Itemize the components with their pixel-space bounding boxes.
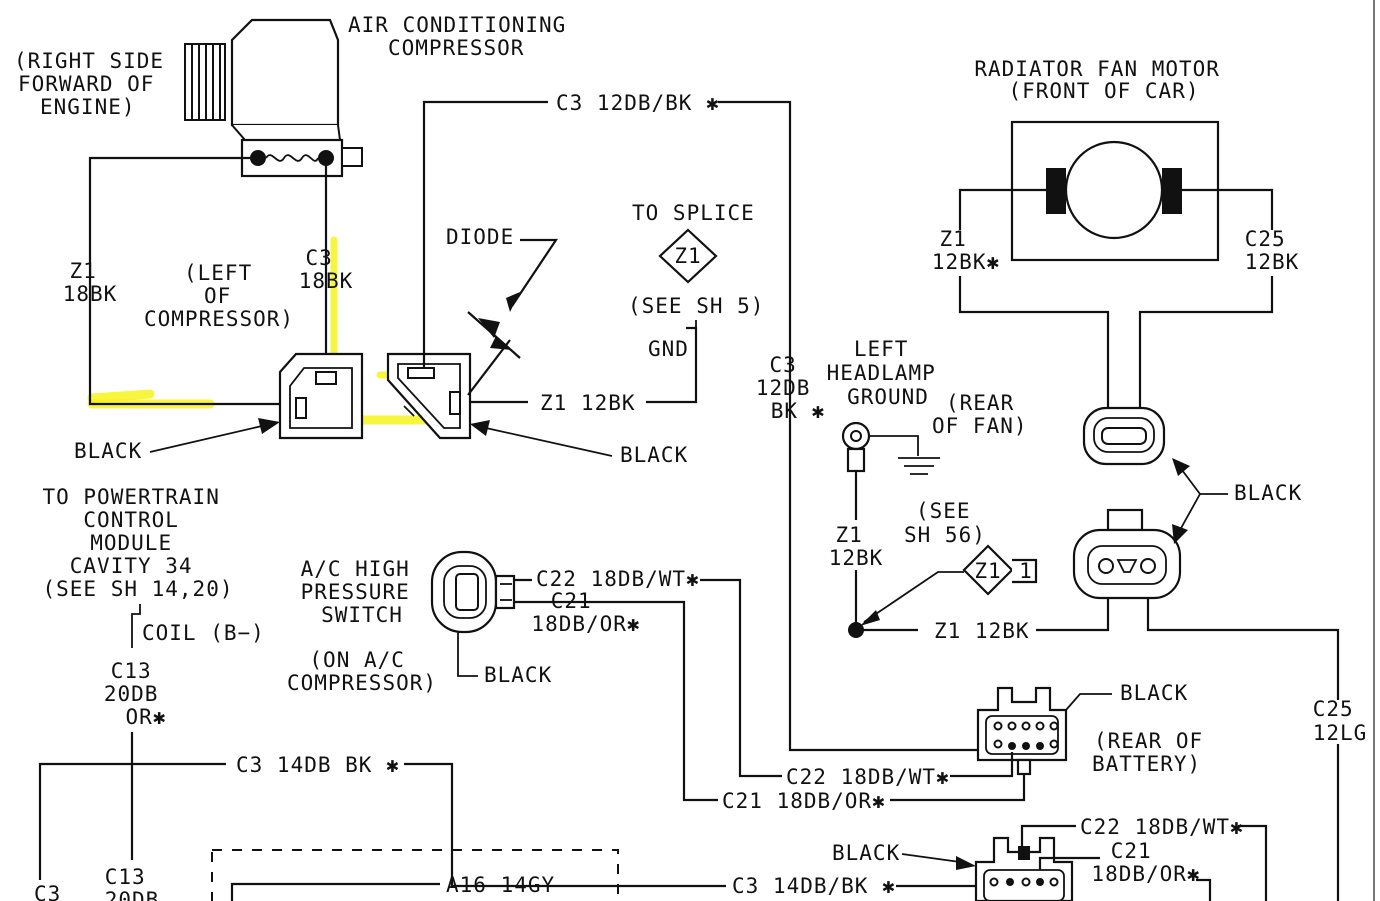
- label-rear-of-fan: (REAR OF FAN): [932, 391, 1028, 438]
- label-c3-bottom-left: C3: [34, 882, 61, 901]
- label-z1-18bk: Z1 18BK: [63, 259, 118, 306]
- svg-text:1: 1: [1019, 559, 1033, 583]
- label-c25-12bk: C25 12BK: [1245, 227, 1300, 274]
- bottom-connector: [974, 836, 1074, 901]
- label-black-relay-left: BLACK: [74, 439, 142, 463]
- label-ac-compressor: AIR CONDITIONING COMPRESSOR: [348, 13, 580, 60]
- label-c3-12db-bk-vertical: C3 12DB BK ✱: [756, 353, 825, 423]
- label-c3-14db-bk-bottom: C3 14DB/BK ✱: [732, 874, 896, 898]
- label-black-relay-right: BLACK: [620, 443, 688, 467]
- diode-connector: [386, 352, 472, 440]
- label-rear-of-battery: (REAR OF BATTERY): [1092, 729, 1217, 776]
- label-diode: DIODE: [446, 225, 514, 249]
- svg-text:Z1: Z1: [974, 559, 1001, 583]
- label-z1-12bk-bottom: Z1 12BK: [934, 619, 1030, 643]
- label-gnd: GND: [648, 337, 689, 361]
- label-z1-12bk-relay: Z1 12BK: [540, 391, 636, 415]
- label-c3-18bk: C3 18BK: [299, 246, 354, 293]
- label-see-sh56: (SEE SH 56): [904, 499, 986, 547]
- splice-diamond-z1-sheet: Z1 1: [962, 544, 1038, 596]
- fan-connector-male: [1082, 406, 1166, 466]
- label-black-fan: BLACK: [1234, 481, 1302, 505]
- label-c25-12lg: C25 12LG: [1313, 697, 1368, 745]
- label-c21-18db-or-3: C21 18DB/OR✱: [1091, 839, 1200, 886]
- label-black-battery: BLACK: [1120, 681, 1188, 705]
- pressure-switch-connector: [430, 550, 516, 634]
- label-see-sh5: (SEE SH 5): [628, 294, 764, 318]
- label-radiator-fan: RADIATOR FAN MOTOR (FRONT OF CAR): [974, 57, 1233, 103]
- label-on-ac-compressor: (ON A/C COMPRESSOR): [287, 648, 437, 695]
- label-c3-14db-bk-top: C3 14DB BK ✱: [236, 753, 400, 777]
- label-c13-bottom: C13 20DB: [105, 865, 160, 901]
- label-black-bottom: BLACK: [832, 841, 900, 865]
- label-c22-18db-wt-2: C22 18DB/WT✱: [786, 765, 950, 789]
- label-left-headlamp-ground: LEFT HEADLAMP GROUND: [827, 337, 950, 409]
- module-dashed-box: [211, 849, 619, 901]
- label-black-switch: BLACK: [484, 663, 552, 687]
- clutch-connector: [278, 352, 364, 440]
- label-c22-18db-wt-3: C22 18DB/WT✱: [1080, 815, 1244, 839]
- splice-diamond-z1: Z1: [658, 228, 718, 284]
- label-right-side-forward: (RIGHT SIDE FORWARD OF ENGINE): [14, 49, 178, 119]
- label-to-pcm: TO POWERTRAIN CONTROL MODULE CAVITY 34 (…: [42, 485, 233, 601]
- label-c21-18db-or: C21 18DB/OR✱: [531, 589, 640, 636]
- label-left-of-compressor: (LEFT OF COMPRESSOR): [144, 261, 294, 331]
- label-c22-18db-wt: C22 18DB/WT✱: [536, 567, 700, 591]
- headlamp-ground-eyelet: [841, 421, 940, 475]
- label-a16-14gy: A16 14GY: [446, 873, 555, 897]
- label-c3-12db-bk-top: C3 12DB/BK ✱: [556, 91, 720, 115]
- diode-symbol: [467, 238, 559, 396]
- label-z1-12bk-ground: Z1 12BK: [829, 523, 884, 570]
- battery-connector: [976, 686, 1068, 776]
- label-ac-high-pressure: A/C HIGH PRESSURE SWITCH: [301, 557, 424, 627]
- label-c21-18db-or-2: C21 18DB/OR✱: [722, 789, 886, 813]
- svg-text:Z1: Z1: [674, 244, 701, 268]
- label-z1-12bk-fan: Z1 12BK✱: [932, 227, 1000, 274]
- fan-connector-female: [1072, 508, 1182, 600]
- label-to-splice: TO SPLICE: [632, 201, 755, 225]
- ac-compressor: [184, 18, 363, 178]
- label-coil: COIL (B−): [142, 621, 265, 645]
- label-c13-20db-or: C13 20DB OR✱: [104, 659, 172, 729]
